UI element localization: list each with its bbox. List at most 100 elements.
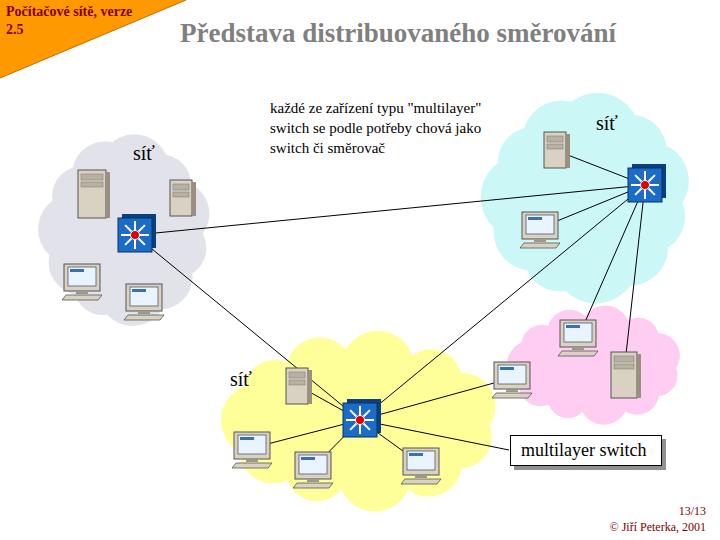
server-bay (81, 174, 103, 180)
keyboard (124, 315, 164, 320)
switch-arrow (635, 175, 641, 181)
course-label: Počítačové sítě, verze 2.5 (6, 3, 136, 39)
monitor (64, 264, 100, 291)
switch-face (343, 403, 377, 437)
network-cloud: síť (480, 92, 695, 304)
cloud-bump (244, 360, 306, 422)
cloud-bump (52, 166, 112, 226)
cloud-outline (480, 92, 695, 304)
cloud-shape (221, 331, 495, 512)
cloud-shape (507, 305, 680, 424)
screen-bar (409, 453, 423, 456)
server-case (78, 170, 106, 218)
multilayer-switch-icon (628, 164, 666, 202)
caption-box: multilayer switch (510, 435, 662, 466)
server-bay (289, 380, 305, 385)
monitor-stand (246, 459, 258, 462)
server-case (170, 180, 192, 216)
cloud-shape (38, 134, 209, 326)
server-bay (614, 356, 634, 362)
server-case (544, 132, 566, 168)
server-bay (81, 182, 103, 187)
monitor-stand (572, 347, 584, 350)
switch-arrow (650, 184, 659, 186)
screen (299, 455, 327, 474)
annotation-note: každé ze zařízení typu "multilayer" swit… (270, 98, 490, 158)
keyboard (520, 243, 560, 248)
monitor (234, 432, 270, 459)
screen (68, 267, 96, 286)
cloud-bump (635, 333, 679, 377)
switch-face (118, 218, 152, 252)
screen-bar (301, 457, 315, 460)
computer-icon (492, 362, 532, 398)
switch-arrow (121, 234, 130, 236)
monitor-stand (307, 479, 319, 482)
switch-arrow (359, 425, 361, 434)
switch-arrow (134, 221, 136, 230)
server-icon (611, 352, 641, 398)
keyboard (401, 479, 441, 484)
computer-icon (401, 448, 441, 484)
server-side (308, 370, 312, 404)
monitor-stand (534, 239, 546, 242)
monitor-stand (415, 475, 427, 478)
switch-core (131, 231, 140, 240)
switch-arrow (139, 239, 145, 245)
switch-arrow (649, 175, 655, 181)
switch-core (356, 416, 365, 425)
screen (238, 435, 266, 454)
server-icon (170, 180, 196, 216)
cloud-bump (428, 373, 495, 440)
screen-bar (500, 367, 514, 370)
cloud-bump (610, 142, 688, 220)
switch-arrow (635, 189, 641, 195)
switch-arrow (350, 410, 356, 416)
computer-icon (232, 432, 272, 468)
switch-arrow (134, 240, 136, 249)
keyboard (293, 483, 333, 488)
server-side (106, 172, 110, 218)
switch-arrow (364, 410, 370, 416)
box-label: multilayer switch (521, 440, 651, 461)
server-side (192, 182, 196, 216)
screen-bar (566, 325, 580, 328)
switch-face (628, 168, 662, 202)
server-bay (547, 144, 563, 149)
screen-bar (132, 289, 146, 292)
switch-arrow (631, 184, 640, 186)
keyboard (492, 393, 532, 398)
multilayer-switch-icon (343, 399, 381, 437)
corner-edge (0, 0, 186, 78)
screen (498, 365, 526, 384)
monitor (522, 212, 558, 239)
network-label: síť (133, 142, 155, 165)
server-icon (78, 170, 110, 218)
screen (130, 287, 158, 306)
screen-bar (70, 269, 84, 272)
screen-bar (240, 437, 254, 440)
switch-arrow (350, 424, 356, 430)
screen (407, 451, 435, 470)
cloud-bump (547, 310, 591, 354)
server-case (611, 352, 637, 398)
keyboard (232, 463, 272, 468)
screen (564, 323, 592, 342)
switch-arrow (125, 225, 131, 231)
switch-arrow (364, 424, 370, 430)
server-bay (173, 192, 189, 197)
monitor-stand (76, 291, 88, 294)
server-icon (286, 368, 312, 404)
switch-arrow (649, 189, 655, 195)
cloud-outline (188, 330, 535, 512)
multilayer-switch-icon (118, 214, 156, 252)
corner-triangle (0, 0, 186, 78)
network-cloud: síť (188, 330, 535, 512)
monitor-stand (506, 389, 518, 392)
server-bay (173, 184, 189, 190)
monitor (494, 362, 530, 389)
monitor (560, 320, 596, 347)
server-case (286, 368, 308, 404)
pink-cloud (507, 305, 680, 424)
